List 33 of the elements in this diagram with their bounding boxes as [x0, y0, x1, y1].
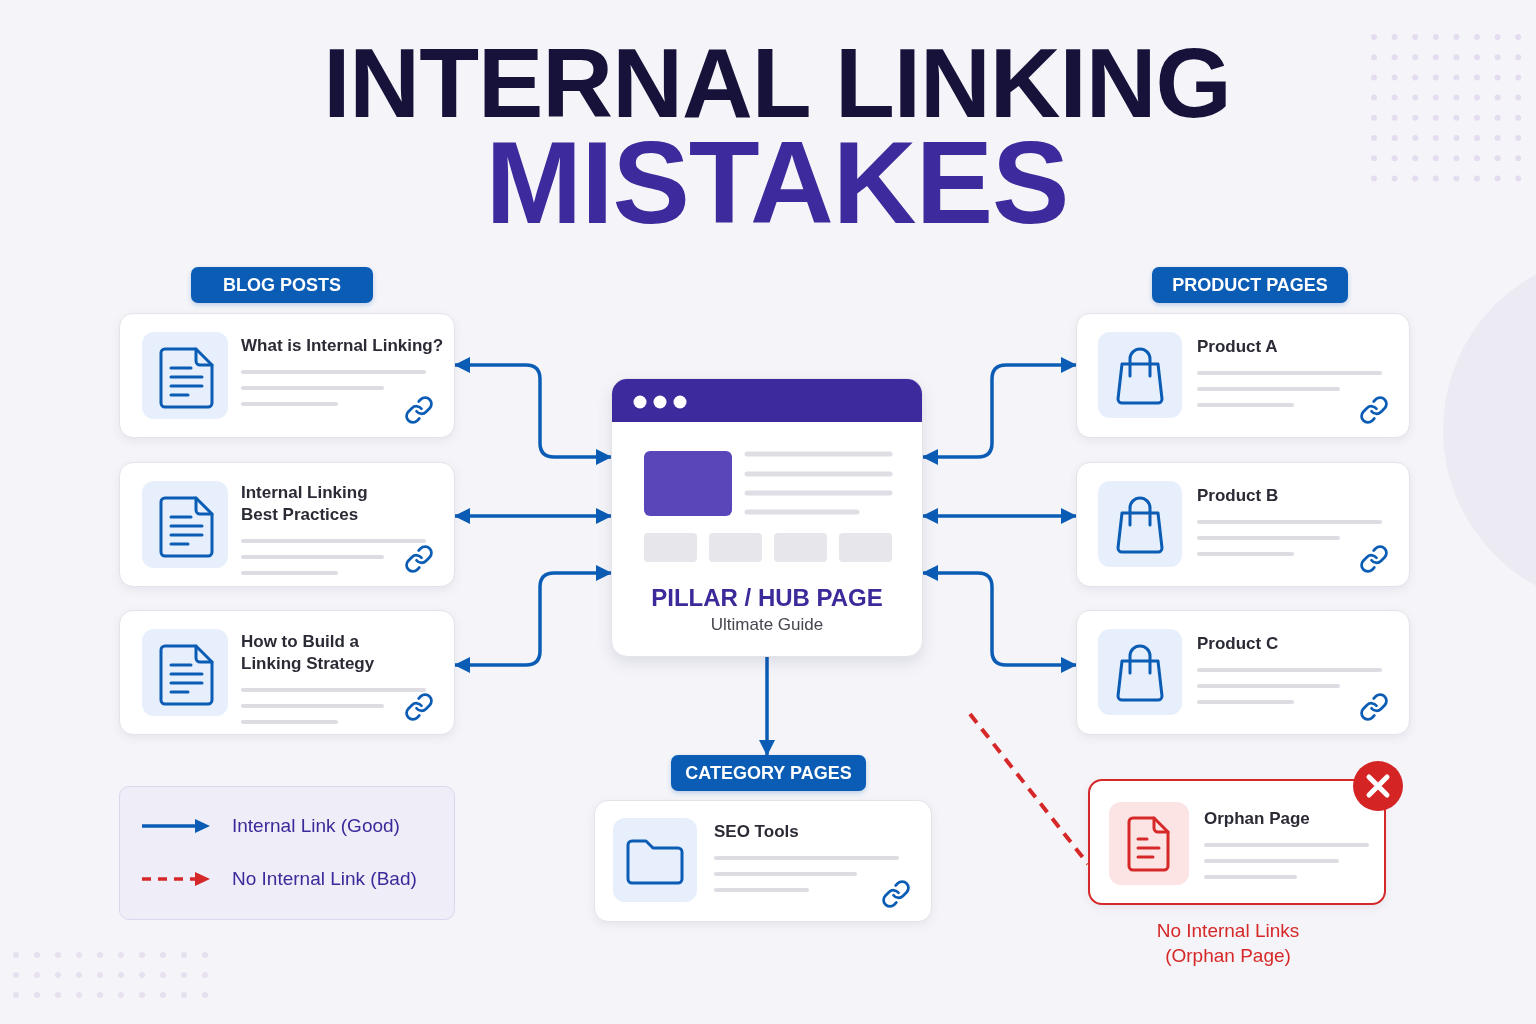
section-header: CATEGORY PAGES — [671, 755, 866, 791]
legend-label: No Internal Link (Bad) — [232, 867, 417, 891]
page-card — [1076, 313, 1410, 438]
card-title: Product C — [1197, 633, 1279, 655]
double-headed-arrow — [922, 565, 1077, 673]
node-caption: No Internal Links (Orphan Page) — [1155, 919, 1301, 968]
arrow — [759, 657, 775, 756]
card-title: SEO Tools — [714, 821, 799, 843]
hub-subtitle: Ultimate Guide — [710, 614, 824, 636]
double-headed-arrow — [454, 565, 612, 673]
page-card — [119, 610, 455, 735]
page-card — [1076, 610, 1410, 735]
card-title: Product A — [1197, 336, 1278, 358]
card-title: Internal Linking Best Practices — [241, 482, 369, 526]
orphan-page-card — [1088, 779, 1386, 905]
hub-title: PILLAR / HUB PAGE — [651, 583, 883, 613]
double-headed-arrow — [454, 508, 612, 524]
section-header: PRODUCT PAGES — [1152, 267, 1348, 303]
dashed-line — [968, 712, 1090, 866]
section-header: BLOG POSTS — [191, 267, 373, 303]
card-title: What is Internal Linking? — [241, 335, 444, 357]
title: INTERNAL LINKING MISTAKES — [322, 33, 1232, 233]
double-headed-arrow — [922, 357, 1077, 465]
page-card — [1076, 462, 1410, 587]
page-card — [594, 800, 932, 922]
legend-label: Internal Link (Good) — [232, 814, 400, 838]
page-card — [119, 313, 455, 438]
double-headed-arrow — [454, 357, 612, 465]
double-headed-arrow — [922, 508, 1077, 524]
card-title: Product B — [1197, 485, 1279, 507]
card-title: Orphan Page — [1204, 808, 1310, 830]
card-title: How to Build a Linking Strategy — [241, 631, 376, 675]
page-card — [119, 462, 455, 587]
